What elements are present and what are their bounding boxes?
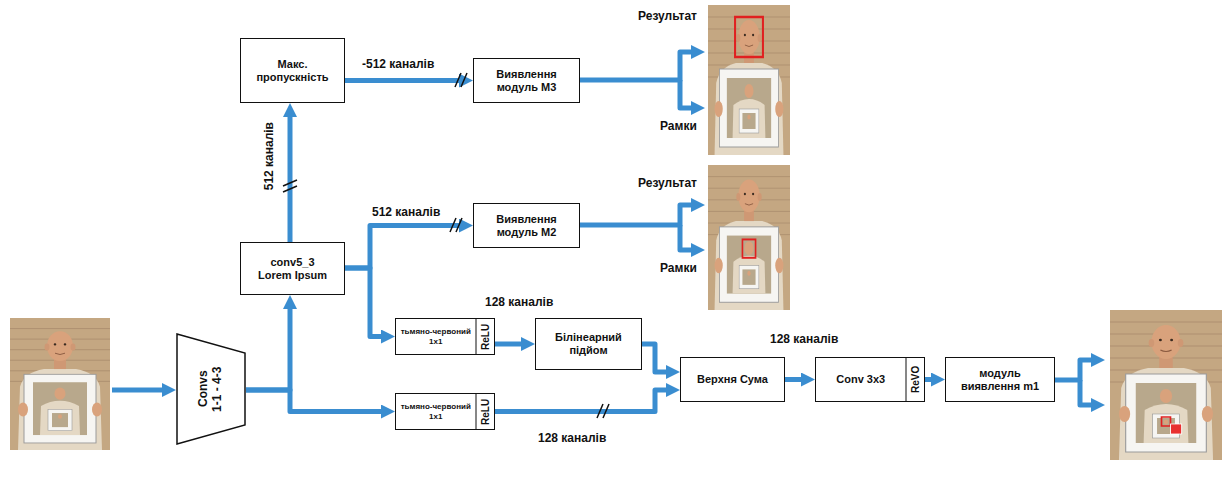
conv-layer-box: conv5_3Lorem Ipsum — [240, 242, 345, 295]
flow-arrow — [112, 52, 1097, 405]
connector-arrow — [642, 344, 672, 372]
node-text: conv5_3 — [270, 256, 314, 269]
result-photo — [708, 165, 790, 310]
node-text: Верхня Сума — [697, 373, 768, 386]
channel-label: -512 каналів — [362, 58, 434, 72]
output-label: Результат — [638, 10, 697, 24]
node-text: Виявлення модуль М3 — [480, 68, 573, 93]
conv-stack-trapezoid: Convs 1-1 - 4-3 — [176, 333, 246, 445]
node-text: Convs 1-1 - 4-3 — [197, 364, 225, 414]
result-photo — [708, 5, 790, 155]
activation-label: ReLU — [476, 319, 495, 354]
output-label: Рамки — [660, 262, 697, 276]
connector-arrow — [925, 377, 937, 382]
connector-arrow — [495, 342, 527, 347]
node-text: Виявлення модуль М2 — [480, 213, 573, 238]
node-text: Conv 3x3 — [816, 358, 906, 401]
node-text: тьмяно-червоний 1x1 — [396, 394, 476, 429]
detection-module: Виявлення модуль М2 — [473, 203, 580, 248]
channel-label: 128 каналів — [770, 333, 838, 347]
sum-box: Верхня Сума — [680, 357, 785, 402]
output-label: Результат — [638, 177, 697, 191]
connector-arrow — [345, 226, 465, 269]
detection-module: модуль виявлення m1 — [945, 357, 1055, 402]
connector-arrow — [785, 377, 807, 382]
connector-arrow — [345, 268, 387, 337]
result-photo — [1110, 310, 1222, 460]
input-photo — [10, 318, 110, 450]
node-text: модуль виявлення m1 — [952, 367, 1048, 392]
connector-arrow — [495, 390, 672, 412]
trapezoid-shape — [177, 334, 245, 444]
connector-arrow — [246, 303, 290, 390]
node-text: тьмяно-червоний 1x1 — [396, 319, 476, 354]
conv-relu-box: тьмяно-червоний 1x1ReLU — [395, 318, 495, 355]
activation-label: ReVO — [906, 358, 925, 401]
channel-label: 128 каналів — [485, 296, 553, 310]
conv-relu-box: тьмяно-червоний 1x1ReLU — [395, 393, 495, 430]
connector-arrow — [345, 78, 465, 83]
activation-label: ReLU — [476, 394, 495, 429]
node-text: Lorem Ipsum — [258, 269, 327, 282]
detection-module: Виявлення модуль М3 — [473, 58, 580, 103]
connector-arrow — [246, 390, 387, 412]
conv-relu-box: Conv 3x3ReVO — [815, 357, 925, 402]
channel-label: 512 каналів — [263, 122, 277, 190]
node-text: Макс. пропускність — [247, 58, 338, 83]
connector-arrow — [288, 111, 293, 242]
pooling-box: Макс. пропускність — [240, 38, 345, 103]
channel-label: 512 каналів — [372, 206, 440, 220]
upsample-box: Білінеарний підйом — [535, 318, 642, 370]
output-label: Рамки — [660, 120, 697, 134]
node-text: Білінеарний підйом — [542, 331, 635, 356]
channel-label: 128 каналів — [538, 432, 606, 446]
